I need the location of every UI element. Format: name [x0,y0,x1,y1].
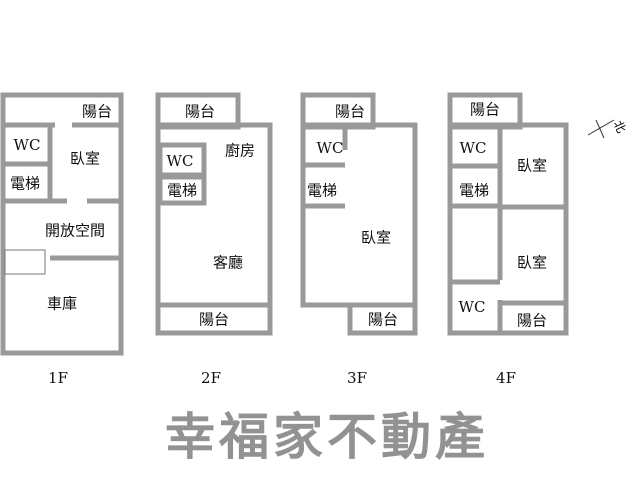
room-label: WC [166,152,194,170]
room-label: 陽台 [516,311,548,330]
room-label: 臥室 [516,253,548,272]
room-label: 客廳 [212,253,244,272]
floor-label: 4F [496,369,516,387]
room-label: 臥室 [516,156,548,175]
room-label: 電梯 [458,181,490,200]
room-label: 廚房 [224,141,256,160]
room-label: WC [316,139,344,157]
room-label: 陽台 [184,102,216,121]
room-label: 陽台 [81,102,113,121]
room-label: 電梯 [9,174,41,193]
room-label: 開放空間 [44,221,106,240]
room-label: 電梯 [166,181,198,200]
compass-icon [587,119,615,139]
floor-label: 1F [48,369,68,387]
room-label: 車庫 [46,294,78,313]
room-label: 臥室 [69,149,101,168]
room-label: 臥室 [360,228,392,247]
room-label: 陽台 [469,100,501,119]
floor-1f-walls [0,92,124,356]
room-label: 陽台 [334,102,366,121]
room-label: WC [458,298,486,316]
room-label: WC [13,136,41,154]
floor-label: 3F [347,369,367,387]
room-label: WC [459,139,487,157]
floor-label: 2F [201,369,221,387]
floor-2f-walls [155,92,273,336]
room-label: 電梯 [306,181,338,200]
room-label: 陽台 [367,310,399,329]
floor-3f-walls [300,92,418,336]
room-label: 陽台 [198,310,230,329]
floor-4f-walls [447,92,569,336]
watermark: 幸福家不動產 [165,408,489,466]
